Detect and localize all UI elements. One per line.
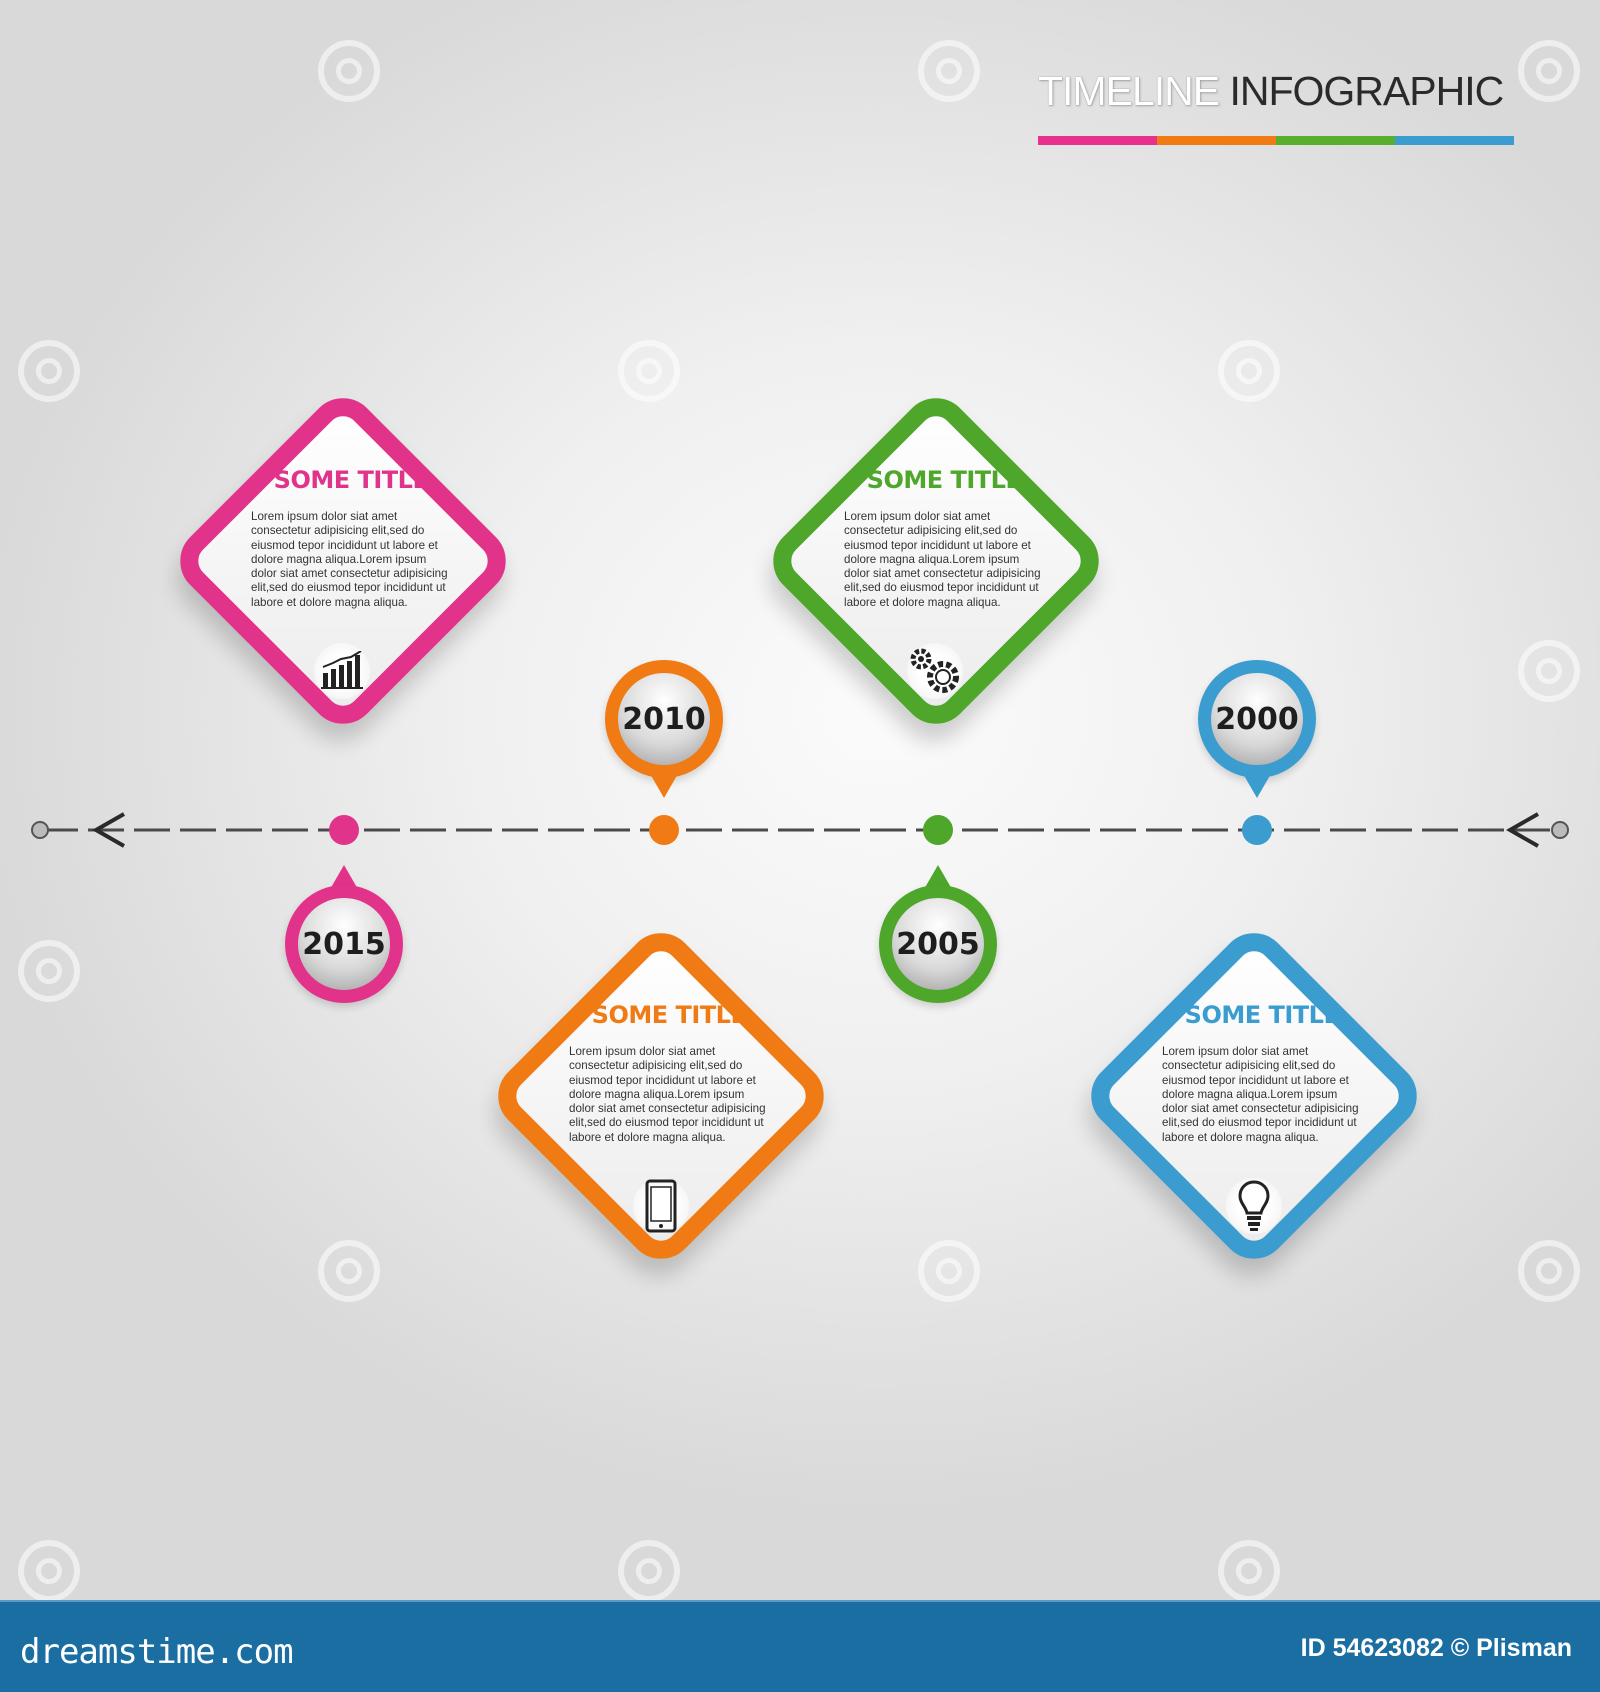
year-label: 2015: [302, 926, 386, 962]
card-body-text: Lorem ipsum dolor siat amet consectetur …: [251, 510, 448, 609]
pin-pointer: [1242, 772, 1272, 798]
watermark-spiral-icon: [18, 1540, 80, 1602]
card-2005: SOME TITLE Lorem ipsum dolor siat amet c…: [844, 466, 1044, 610]
year-pin-2015: 2015: [285, 865, 403, 1005]
watermark-spiral-icon: [918, 40, 980, 102]
pin-circle: 2005: [879, 885, 997, 1003]
watermark-spiral-icon: [1218, 1540, 1280, 1602]
timeline-dot-2005: [923, 815, 953, 845]
timeline-dot-2000: [1242, 815, 1272, 845]
timeline-start-cap: [31, 821, 49, 839]
card-body-text: Lorem ipsum dolor siat amet consectetur …: [1162, 1045, 1359, 1144]
watermark-spiral-icon: [918, 1240, 980, 1302]
footer-bar: dreamstime.com ID 54623082 © Plisman: [0, 1600, 1600, 1692]
pin-circle: 2010: [605, 660, 723, 778]
card-title: SOME TITLE: [866, 466, 1022, 494]
year-label: 2005: [896, 926, 980, 962]
year-pin-2000: 2000: [1198, 660, 1316, 800]
timeline-end-cap: [1551, 821, 1569, 839]
timeline-dot-2010: [649, 815, 679, 845]
watermark-spiral-icon: [1218, 340, 1280, 402]
watermark-spiral-icon: [18, 340, 80, 402]
pin-pointer: [649, 772, 679, 798]
arrow-left-icon: [91, 812, 125, 848]
card-body-text: Lorem ipsum dolor siat amet consectetur …: [569, 1045, 766, 1144]
smartphone-icon: [633, 1178, 689, 1234]
card-2015: SOME TITLE Lorem ipsum dolor siat amet c…: [251, 466, 451, 610]
watermark-spiral-icon: [18, 940, 80, 1002]
year-label: 2000: [1215, 701, 1299, 737]
year-pin-2005: 2005: [879, 865, 997, 1005]
card-2000: SOME TITLE Lorem ipsum dolor siat amet c…: [1162, 1001, 1362, 1145]
card-title: SOME TITLE: [591, 1001, 747, 1029]
watermark-spiral-icon: [318, 40, 380, 102]
title-bar-segment-blue: [1395, 136, 1514, 145]
watermark-spiral-icon: [1518, 40, 1580, 102]
pin-circle: 2000: [1198, 660, 1316, 778]
title-part-infographic: INFOGRAPHIC: [1219, 68, 1504, 114]
page-title: TIMELINE INFOGRAPHIC: [1038, 68, 1514, 115]
watermark-spiral-icon: [1518, 1240, 1580, 1302]
card-title: SOME TITLE: [273, 466, 429, 494]
card-2010: SOME TITLE Lorem ipsum dolor siat amet c…: [569, 1001, 769, 1145]
watermark-spiral-icon: [318, 1240, 380, 1302]
watermark-spiral-icon: [618, 340, 680, 402]
timeline-axis: [31, 812, 1569, 848]
year-pin-2010: 2010: [605, 660, 723, 800]
watermark-spiral-icon: [618, 1540, 680, 1602]
timeline-dot-2015: [329, 815, 359, 845]
title-bar-segment-green: [1276, 136, 1395, 145]
footer-site-logo: dreamstime.com: [20, 1632, 294, 1672]
title-bar-segment-pink: [1038, 136, 1157, 145]
footer-credit: ID 54623082 © Plisman: [1300, 1634, 1572, 1662]
title-bar-segment-orange: [1157, 136, 1276, 145]
bar-chart-icon: [314, 643, 370, 699]
year-label: 2010: [622, 701, 706, 737]
title-part-timeline: TIMELINE: [1038, 68, 1220, 114]
card-title: SOME TITLE: [1184, 1001, 1340, 1029]
title-color-bar: [1038, 136, 1514, 145]
lightbulb-icon: [1226, 1178, 1282, 1234]
watermark-spiral-icon: [1518, 640, 1580, 702]
arrow-left-icon: [1505, 812, 1539, 848]
pin-circle: 2015: [285, 885, 403, 1003]
gears-icon: [907, 643, 963, 699]
card-body-text: Lorem ipsum dolor siat amet consectetur …: [844, 510, 1041, 609]
